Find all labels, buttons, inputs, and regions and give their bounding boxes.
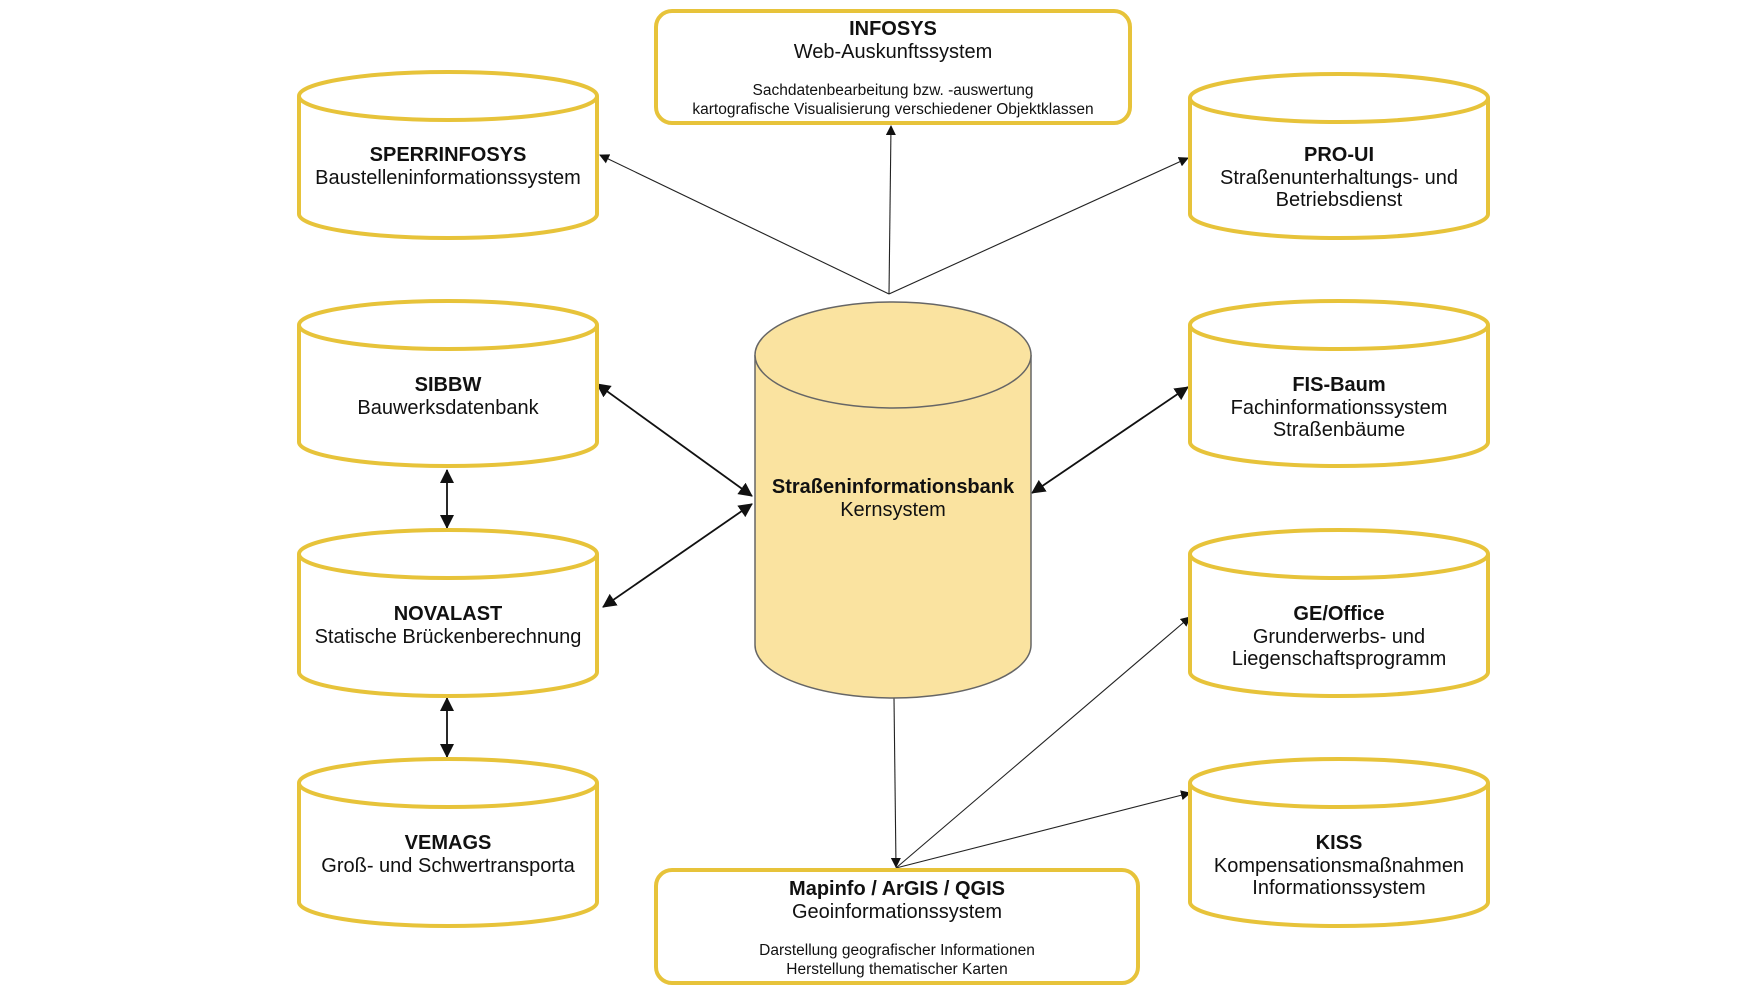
link-core-sperrinfosys [599,154,890,295]
novalast-subtitle: Statische Brückenberechnung [315,626,582,648]
fisbaum-title: FIS-Baum [1292,374,1385,396]
novalast-title: NOVALAST [394,603,503,625]
gis-title: Mapinfo / ArGIS / QGIS [789,878,1005,900]
fisbaum-cylinder [1188,299,1490,468]
novalast-cylinder [297,528,599,698]
gis-node: Mapinfo / ArGIS / QGIS Geoinformationssy… [654,868,1140,985]
sperrinfosys-node: SPERRINFOSYS Baustelleninformationssyste… [297,70,599,240]
link-core-proui [888,157,1189,295]
infosys-note1: Sachdatenbearbeitung bzw. -auswertung [753,82,1034,99]
proui-node: PRO-UI Straßenunterhaltungs- und Betrieb… [1188,72,1490,240]
sperrinfosys-cylinder [297,70,599,240]
kiss-title: KISS [1316,832,1363,854]
sibbw-cylinder [297,299,599,468]
geoffice-node: GE/Office Grunderwerbs- und Liegenschaft… [1188,528,1490,698]
geoffice-line2: Liegenschaftsprogramm [1232,648,1447,670]
infosys-box [654,9,1132,125]
fisbaum-node: FIS-Baum Fachinformationssystem Straßenb… [1188,299,1490,468]
sibbw-subtitle: Bauwerksdatenbank [357,397,539,419]
core-subtitle: Kernsystem [840,499,946,521]
sperrinfosys-title: SPERRINFOSYS [370,144,527,166]
link-gis-kiss [895,790,1191,869]
kiss-line2: Informationssystem [1252,877,1425,899]
vemags-title: VEMAGS [405,832,492,854]
vemags-cylinder [297,757,599,928]
proui-line1: Straßenunterhaltungs- und [1220,167,1458,189]
core-node: Straßeninformationsbank Kernsystem [754,301,1032,699]
link-core-sibbw [596,383,753,497]
geoffice-title: GE/Office [1293,603,1384,625]
connectors [440,125,1191,869]
link-core-infosys [885,125,896,295]
link-gis-geoffice [895,616,1191,869]
vemags-subtitle: Groß- und Schwertransporta [321,855,575,877]
geoffice-line1: Grunderwerbs- und [1253,626,1425,648]
geoffice-cylinder [1188,528,1490,698]
novalast-node: NOVALAST Statische Brückenberechnung [297,528,599,698]
proui-title: PRO-UI [1304,144,1374,166]
sperrinfosys-subtitle: Baustelleninformationssystem [315,167,581,189]
infosys-subtitle: Web-Auskunftssystem [794,41,993,63]
proui-line2: Betriebsdienst [1276,189,1403,211]
kiss-node: KISS Kompensationsmaßnahmen Informations… [1188,757,1490,928]
infosys-node: INFOSYS Web-Auskunftssystem Sachdatenbea… [654,9,1132,125]
gis-note1: Darstellung geografischer Informationen [759,942,1035,959]
sibbw-node: SIBBW Bauwerksdatenbank [297,299,599,468]
fisbaum-line1: Fachinformationssystem [1231,397,1448,419]
proui-cylinder [1188,72,1490,240]
link-core-gis [890,697,901,868]
fisbaum-line2: Straßenbäume [1273,419,1405,441]
sibbw-title: SIBBW [415,374,482,396]
vemags-node: VEMAGS Groß- und Schwertransporta [297,757,599,928]
core-title: Straßeninformationsbank [772,476,1015,498]
kiss-cylinder [1188,757,1490,928]
gis-note2: Herstellung thematischer Karten [786,961,1007,978]
link-core-novalast [602,503,753,608]
infosys-title: INFOSYS [849,18,937,40]
gis-subtitle: Geoinformationssystem [792,901,1002,923]
infosys-note2: kartografische Visualisierung verschiede… [692,101,1093,118]
gis-box [654,868,1140,985]
kiss-line1: Kompensationsmaßnahmen [1214,855,1464,877]
link-core-fisbaum [1031,386,1189,494]
